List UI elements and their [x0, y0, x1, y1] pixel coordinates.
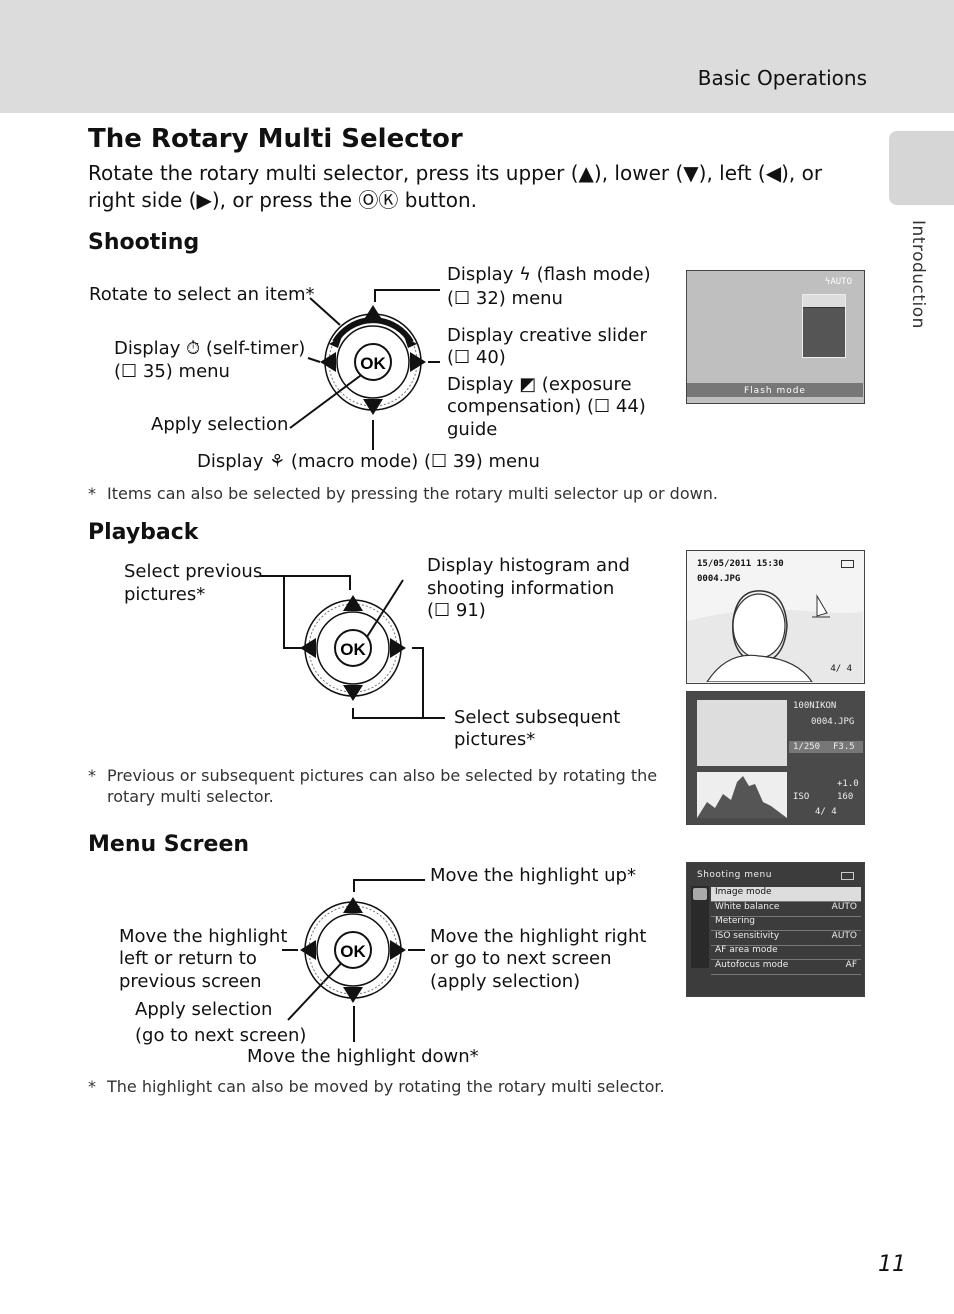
flash-mode-menu[interactable]: [802, 294, 846, 358]
intro-text: Rotate the rotary multi selector, press …: [88, 161, 823, 212]
histo-filename: 0004.JPG: [811, 717, 855, 727]
label-next-2: pictures*: [454, 729, 536, 750]
histogram-chart: [697, 772, 787, 818]
menu-dial-diagram: OK: [282, 879, 425, 1042]
label-timer-2: (☐ 35) menu: [114, 361, 230, 382]
label-histo-2: shooting information: [427, 578, 615, 599]
menu-screen-title: Shooting menu: [697, 870, 772, 880]
menu-item-image-mode[interactable]: Image mode: [711, 887, 861, 902]
label-menu-apply-2: (go to next screen): [135, 1025, 307, 1046]
playback-footnote: * Previous or subsequent pictures can al…: [88, 766, 658, 806]
histo-counter: 4/ 4: [815, 807, 837, 817]
playback-photo-screen: 15/05/2011 15:30 0004.JPG 4/ 4: [686, 550, 865, 684]
folder-name: 100NIKON: [793, 701, 837, 711]
label-next-1: Select subsequent: [454, 707, 621, 728]
menu-battery-icon: [841, 872, 854, 880]
label-right-1: Move the highlight right: [430, 926, 647, 947]
menu-item-af-area[interactable]: AF area mode: [711, 945, 861, 960]
side-tab-label: Introduction: [908, 220, 928, 329]
menu-item-metering[interactable]: Metering: [711, 916, 861, 931]
label-timer-1: Display ⏱ (self-timer): [114, 338, 306, 359]
page-number: 11: [878, 1252, 906, 1277]
playback-heading: Playback: [88, 520, 199, 545]
rotary-selector-shooting: OK: [320, 305, 426, 415]
aperture: F3.5: [833, 742, 855, 752]
histogram-screen: 100NIKON 0004.JPG 1/250 F3.5 +1.0 ISO 16…: [686, 691, 865, 825]
flash-caption: Flash mode: [744, 386, 806, 396]
label-menu-apply-1: Apply selection: [135, 999, 273, 1020]
label-exposure-2: compensation) (☐ 44): [447, 396, 646, 417]
label-histo-1: Display histogram and: [427, 555, 630, 576]
label-creative-2: (☐ 40): [447, 347, 506, 368]
svg-text:OK: OK: [360, 354, 386, 373]
flash-mode-screen: ϟAUTO Flash mode: [686, 270, 865, 404]
label-left-3: previous screen: [119, 971, 262, 992]
leader-apply: [289, 369, 369, 429]
shooting-dial-diagram: OK: [289, 289, 440, 450]
shooting-footnote: *Items can also be selected by pressing …: [88, 484, 718, 503]
rotary-selector-menu: OK: [300, 897, 406, 1003]
menu-footnote: *The highlight can also be moved by rota…: [88, 1077, 665, 1096]
leader-flash: [374, 289, 440, 302]
svg-text:OK: OK: [340, 640, 366, 659]
photo-counter: 4/ 4: [830, 664, 852, 674]
menu-heading: Menu Screen: [88, 832, 250, 857]
portrait-image: [687, 590, 863, 682]
label-prev-2: pictures*: [124, 584, 206, 605]
rotary-selector-playback: OK: [300, 595, 406, 701]
battery-icon: [841, 560, 854, 568]
shutter-speed: 1/250: [793, 742, 821, 752]
section-title: Basic Operations: [697, 66, 867, 90]
label-apply: Apply selection: [151, 414, 289, 435]
label-up: Move the highlight up*: [430, 865, 636, 886]
iso-label: ISO: [793, 792, 810, 802]
label-right-2: or go to next screen: [430, 948, 612, 969]
label-creative-1: Display creative slider: [447, 325, 647, 346]
header-band: [0, 0, 954, 113]
label-down: Move the highlight down*: [247, 1046, 479, 1067]
side-tab[interactable]: [889, 131, 954, 205]
label-left-2: left or return to: [119, 948, 257, 969]
iso-value: 160: [837, 792, 854, 802]
exposure-value: +1.0: [837, 779, 859, 789]
camera-tab-icon[interactable]: [693, 888, 707, 900]
leader-timer: [307, 357, 321, 363]
label-exposure-1: Display ◩ (exposure: [447, 374, 632, 395]
playback-dial-diagram: OK: [260, 575, 445, 719]
photo-filename: 0004.JPG: [697, 574, 741, 584]
flash-auto-indicator: ϟAUTO: [824, 277, 852, 287]
svg-text:OK: OK: [340, 942, 366, 961]
menu-tab-strip[interactable]: [691, 886, 709, 968]
thumbnail-image: [697, 700, 787, 766]
page-title: The Rotary Multi Selector: [88, 124, 463, 154]
label-flash-2: (☐ 32) menu: [447, 288, 563, 309]
shooting-heading: Shooting: [88, 230, 200, 255]
label-left-1: Move the highlight: [119, 926, 288, 947]
label-prev-1: Select previous: [124, 561, 263, 582]
flash-caption-bar: [687, 383, 863, 397]
label-right-3: (apply selection): [430, 971, 581, 992]
label-macro: Display ⚘ (macro mode) (☐ 39) menu: [197, 451, 540, 472]
label-rotate: Rotate to select an item*: [89, 284, 315, 305]
label-histo-3: (☐ 91): [427, 600, 486, 621]
leader-rotate: [309, 297, 341, 326]
photo-datetime: 15/05/2011 15:30: [697, 559, 784, 569]
exposure-info-bar: [789, 741, 863, 753]
label-flash-1: Display ϟ (flash mode): [447, 264, 651, 285]
label-exposure-3: guide: [447, 419, 498, 440]
